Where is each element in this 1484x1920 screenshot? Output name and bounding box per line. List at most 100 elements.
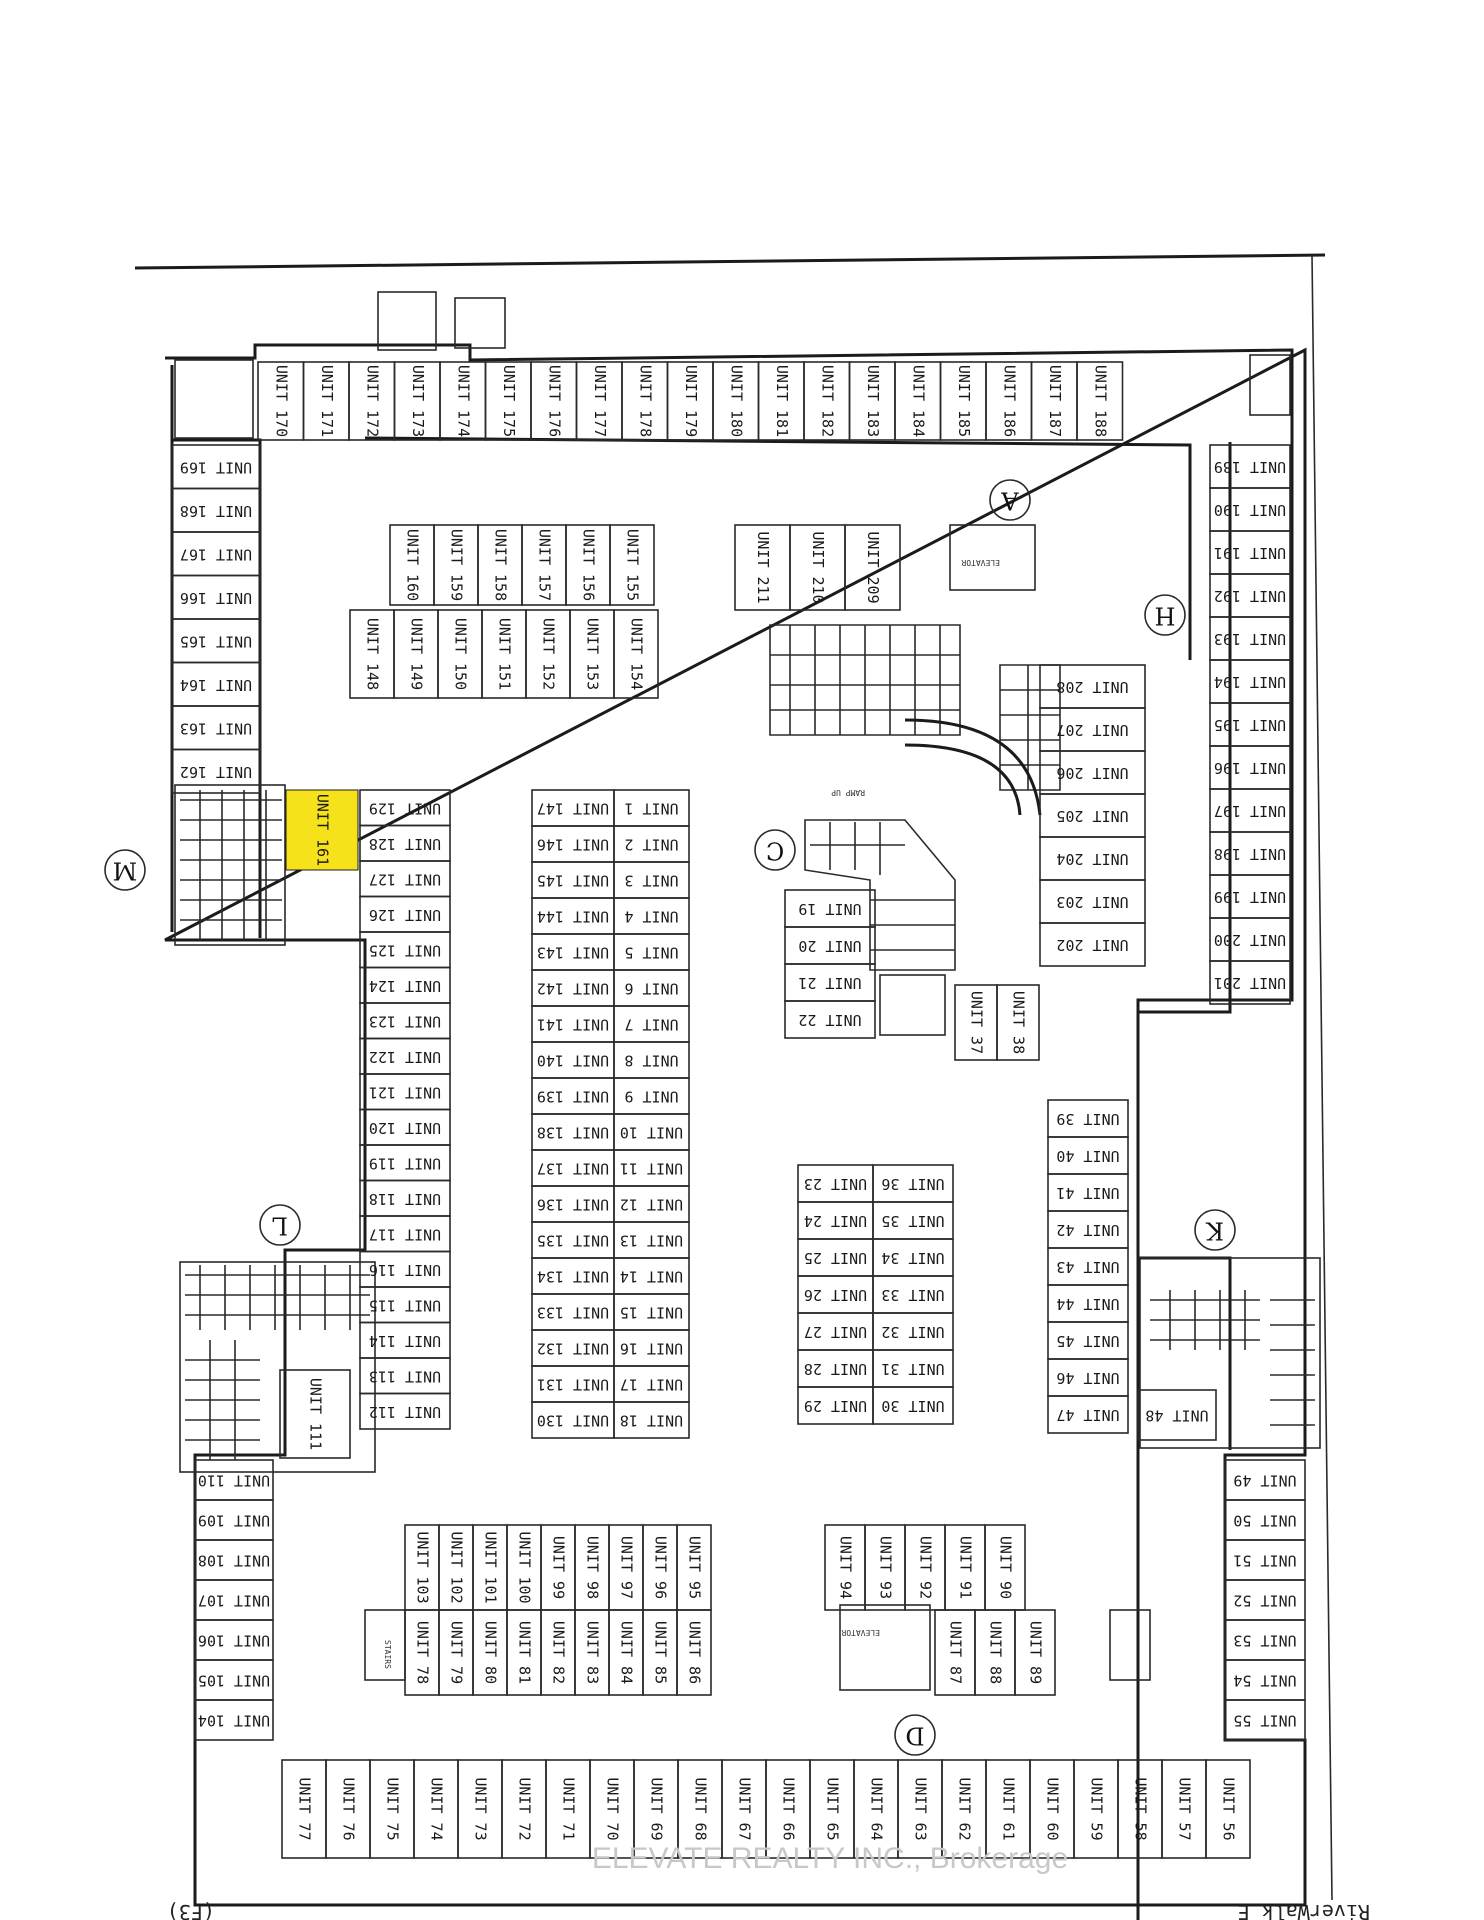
unit-52[interactable]: UNIT 52 bbox=[1224, 1579, 1306, 1621]
unit-22[interactable]: UNIT 22 bbox=[784, 1000, 876, 1039]
unit-144[interactable]: UNIT 144 bbox=[531, 897, 615, 935]
unit-177[interactable]: UNIT 177 bbox=[575, 361, 623, 441]
unit-199[interactable]: UNIT 199 bbox=[1209, 874, 1291, 919]
unit-123[interactable]: UNIT 123 bbox=[359, 1002, 451, 1040]
unit-48[interactable]: UNIT 48 bbox=[1137, 1389, 1217, 1441]
unit-134[interactable]: UNIT 134 bbox=[531, 1257, 615, 1295]
unit-33[interactable]: UNIT 33 bbox=[872, 1275, 954, 1314]
unit-99[interactable]: UNIT 99 bbox=[540, 1524, 576, 1611]
unit-92[interactable]: UNIT 92 bbox=[904, 1524, 946, 1611]
unit-145[interactable]: UNIT 145 bbox=[531, 861, 615, 899]
unit-116[interactable]: UNIT 116 bbox=[359, 1250, 451, 1288]
unit-78[interactable]: UNIT 78 bbox=[404, 1609, 440, 1696]
unit-111[interactable]: UNIT 111 bbox=[279, 1369, 351, 1459]
unit-158[interactable]: UNIT 158 bbox=[477, 524, 523, 606]
unit-59[interactable]: UNIT 59 bbox=[1073, 1759, 1119, 1859]
unit-138[interactable]: UNIT 138 bbox=[531, 1113, 615, 1151]
unit-58[interactable]: UNIT 58 bbox=[1117, 1759, 1163, 1859]
unit-75[interactable]: UNIT 75 bbox=[369, 1759, 415, 1859]
unit-176[interactable]: UNIT 176 bbox=[530, 361, 578, 441]
unit-130[interactable]: UNIT 130 bbox=[531, 1401, 615, 1439]
unit-42[interactable]: UNIT 42 bbox=[1047, 1210, 1129, 1249]
unit-96[interactable]: UNIT 96 bbox=[642, 1524, 678, 1611]
unit-174[interactable]: UNIT 174 bbox=[439, 361, 487, 441]
unit-45[interactable]: UNIT 45 bbox=[1047, 1321, 1129, 1360]
unit-181[interactable]: UNIT 181 bbox=[757, 361, 805, 441]
unit-132[interactable]: UNIT 132 bbox=[531, 1329, 615, 1367]
unit-54[interactable]: UNIT 54 bbox=[1224, 1659, 1306, 1701]
unit-143[interactable]: UNIT 143 bbox=[531, 933, 615, 971]
unit-183[interactable]: UNIT 183 bbox=[848, 361, 896, 441]
unit-37[interactable]: UNIT 37 bbox=[954, 984, 998, 1061]
unit-2[interactable]: UNIT 2 bbox=[613, 825, 690, 863]
unit-182[interactable]: UNIT 182 bbox=[803, 361, 851, 441]
unit-20[interactable]: UNIT 20 bbox=[784, 926, 876, 965]
unit-175[interactable]: UNIT 175 bbox=[484, 361, 532, 441]
unit-124[interactable]: UNIT 124 bbox=[359, 966, 451, 1004]
unit-105[interactable]: UNIT 105 bbox=[194, 1659, 274, 1701]
unit-152[interactable]: UNIT 152 bbox=[525, 609, 571, 699]
unit-100[interactable]: UNIT 100 bbox=[506, 1524, 542, 1611]
unit-167[interactable]: UNIT 167 bbox=[171, 531, 261, 577]
unit-82[interactable]: UNIT 82 bbox=[540, 1609, 576, 1696]
unit-49[interactable]: UNIT 49 bbox=[1224, 1459, 1306, 1501]
unit-146[interactable]: UNIT 146 bbox=[531, 825, 615, 863]
unit-155[interactable]: UNIT 155 bbox=[609, 524, 655, 606]
unit-108[interactable]: UNIT 108 bbox=[194, 1539, 274, 1581]
unit-156[interactable]: UNIT 156 bbox=[565, 524, 611, 606]
highlighted-unit-161[interactable] bbox=[285, 789, 359, 871]
unit-198[interactable]: UNIT 198 bbox=[1209, 831, 1291, 876]
unit-187[interactable]: UNIT 187 bbox=[1030, 361, 1078, 441]
unit-202[interactable]: UNIT 202 bbox=[1039, 922, 1146, 967]
unit-24[interactable]: UNIT 24 bbox=[797, 1201, 874, 1240]
unit-23[interactable]: UNIT 23 bbox=[797, 1164, 874, 1203]
unit-81[interactable]: UNIT 81 bbox=[506, 1609, 542, 1696]
unit-185[interactable]: UNIT 185 bbox=[939, 361, 987, 441]
unit-40[interactable]: UNIT 40 bbox=[1047, 1136, 1129, 1175]
unit-39[interactable]: UNIT 39 bbox=[1047, 1099, 1129, 1138]
unit-110[interactable]: UNIT 110 bbox=[194, 1459, 274, 1501]
unit-91[interactable]: UNIT 91 bbox=[944, 1524, 986, 1611]
unit-35[interactable]: UNIT 35 bbox=[872, 1201, 954, 1240]
unit-12[interactable]: UNIT 12 bbox=[613, 1185, 690, 1223]
unit-190[interactable]: UNIT 190 bbox=[1209, 487, 1291, 532]
unit-5[interactable]: UNIT 5 bbox=[613, 933, 690, 971]
unit-107[interactable]: UNIT 107 bbox=[194, 1579, 274, 1621]
unit-38[interactable]: UNIT 38 bbox=[996, 984, 1040, 1061]
unit-112[interactable]: UNIT 112 bbox=[359, 1392, 451, 1430]
unit-169[interactable]: UNIT 169 bbox=[171, 444, 261, 490]
unit-7[interactable]: UNIT 7 bbox=[613, 1005, 690, 1043]
unit-6[interactable]: UNIT 6 bbox=[613, 969, 690, 1007]
unit-95[interactable]: UNIT 95 bbox=[676, 1524, 712, 1611]
unit-53[interactable]: UNIT 53 bbox=[1224, 1619, 1306, 1661]
unit-109[interactable]: UNIT 109 bbox=[194, 1499, 274, 1541]
unit-194[interactable]: UNIT 194 bbox=[1209, 659, 1291, 704]
unit-3[interactable]: UNIT 3 bbox=[613, 861, 690, 899]
unit-43[interactable]: UNIT 43 bbox=[1047, 1247, 1129, 1286]
unit-104[interactable]: UNIT 104 bbox=[194, 1699, 274, 1741]
unit-50[interactable]: UNIT 50 bbox=[1224, 1499, 1306, 1541]
unit-164[interactable]: UNIT 164 bbox=[171, 661, 261, 707]
unit-86[interactable]: UNIT 86 bbox=[676, 1609, 712, 1696]
unit-89[interactable]: UNIT 89 bbox=[1014, 1609, 1056, 1696]
unit-148[interactable]: UNIT 148 bbox=[349, 609, 395, 699]
unit-127[interactable]: UNIT 127 bbox=[359, 860, 451, 898]
unit-180[interactable]: UNIT 180 bbox=[712, 361, 760, 441]
unit-188[interactable]: UNIT 188 bbox=[1076, 361, 1124, 441]
unit-32[interactable]: UNIT 32 bbox=[872, 1312, 954, 1351]
unit-83[interactable]: UNIT 83 bbox=[574, 1609, 610, 1696]
unit-47[interactable]: UNIT 47 bbox=[1047, 1395, 1129, 1434]
unit-193[interactable]: UNIT 193 bbox=[1209, 616, 1291, 661]
unit-196[interactable]: UNIT 196 bbox=[1209, 745, 1291, 790]
unit-119[interactable]: UNIT 119 bbox=[359, 1144, 451, 1182]
unit-126[interactable]: UNIT 126 bbox=[359, 895, 451, 933]
unit-139[interactable]: UNIT 139 bbox=[531, 1077, 615, 1115]
unit-56[interactable]: UNIT 56 bbox=[1205, 1759, 1251, 1859]
unit-166[interactable]: UNIT 166 bbox=[171, 574, 261, 620]
unit-142[interactable]: UNIT 142 bbox=[531, 969, 615, 1007]
unit-154[interactable]: UNIT 154 bbox=[613, 609, 659, 699]
unit-103[interactable]: UNIT 103 bbox=[404, 1524, 440, 1611]
unit-153[interactable]: UNIT 153 bbox=[569, 609, 615, 699]
unit-8[interactable]: UNIT 8 bbox=[613, 1041, 690, 1079]
unit-186[interactable]: UNIT 186 bbox=[985, 361, 1033, 441]
